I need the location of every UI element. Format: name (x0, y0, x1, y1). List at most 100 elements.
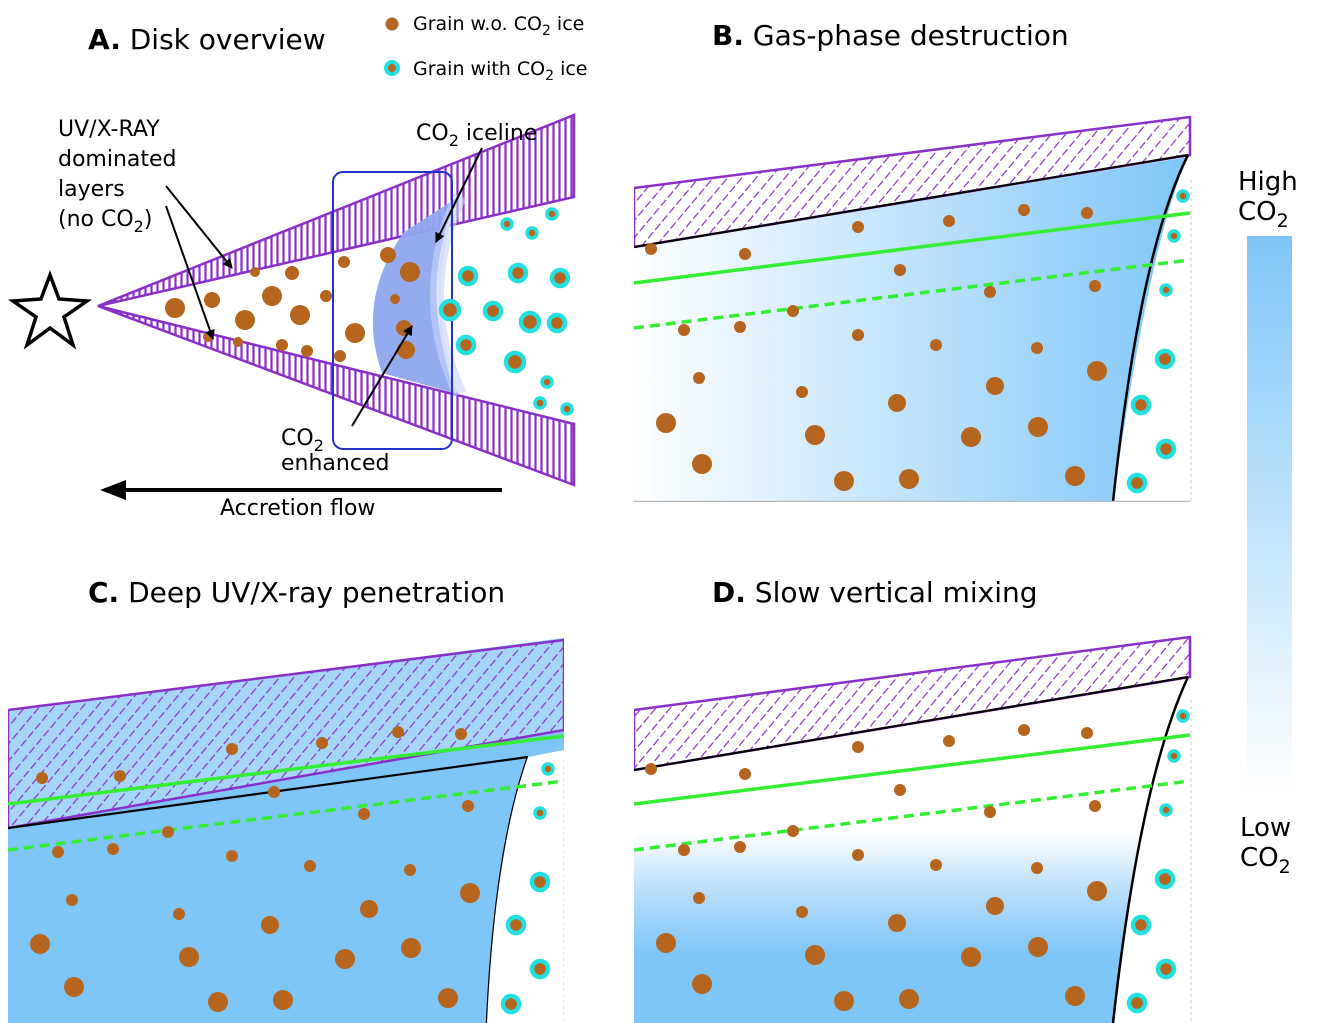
grain-with-ice (438, 298, 462, 322)
uv-arrow-lower (165, 205, 215, 340)
grain-without-ice (1028, 937, 1048, 957)
grain-without-ice (345, 323, 365, 343)
grain-with-ice (549, 267, 571, 289)
grain-without-ice (984, 286, 996, 298)
grain-without-ice (380, 247, 396, 263)
grain-without-ice (36, 772, 48, 784)
grain-without-ice (204, 292, 220, 308)
grain-without-ice (162, 826, 174, 838)
grain-without-ice (1081, 207, 1093, 219)
grain-with-ice (457, 265, 479, 287)
grain-without-ice (261, 916, 279, 934)
enhanced-arrow (351, 325, 413, 427)
iceline-glow (430, 193, 467, 397)
lower-uv-layer (97, 304, 576, 487)
grain-without-ice (455, 728, 467, 740)
grain-without-ice (226, 743, 238, 755)
grain-without-ice (899, 469, 919, 489)
grain-without-ice (404, 864, 416, 876)
panel-c-layer-boundary (8, 755, 529, 830)
grain-without-ice (734, 841, 746, 853)
panel-c-grains (30, 726, 555, 1015)
grain-without-ice (734, 321, 746, 333)
colorbar-low-co2: CO2 (1240, 843, 1291, 878)
panel-d-iceline (1111, 676, 1190, 1023)
grain-without-ice (930, 339, 942, 351)
legend-grain-no-ice-label: Grain w.o. CO2 ice (413, 13, 584, 39)
grain-without-ice (392, 726, 404, 738)
grain-with-ice (1167, 229, 1181, 243)
grain-without-ice (438, 988, 458, 1008)
grain-with-ice (505, 914, 527, 936)
grain-with-ice (500, 993, 522, 1015)
grain-without-ice (796, 386, 808, 398)
grain-without-ice (787, 305, 799, 317)
panel-d-snowline-solid (634, 733, 1191, 806)
uv-label-line2: dominated (58, 147, 177, 172)
grain-with-ice (1167, 749, 1181, 763)
grain-without-ice (285, 266, 299, 280)
grain-without-ice (273, 990, 293, 1010)
grain-without-ice (1087, 881, 1107, 901)
grain-with-ice (1176, 189, 1190, 203)
panel-d-uv-layer (634, 635, 1192, 772)
grain-without-ice (400, 262, 420, 282)
grain-without-ice (852, 329, 864, 341)
colorbar-gradient (1247, 236, 1292, 792)
accretion-label: Accretion flow (220, 496, 375, 521)
iceline-arrow (435, 147, 483, 243)
grain-without-ice (1018, 724, 1030, 736)
grain-without-ice (1089, 280, 1101, 292)
panel-d-grains (645, 709, 1190, 1014)
grain-with-ice (1154, 348, 1176, 370)
grain-without-ice (888, 914, 906, 932)
grain-without-ice (693, 892, 705, 904)
panel-c-ice-zone (487, 750, 564, 1023)
panel-b-grains (645, 189, 1190, 494)
grain-without-ice (1087, 361, 1107, 381)
grain-with-ice (1176, 709, 1190, 723)
grain-without-ice (678, 324, 690, 336)
grain-without-ice (899, 989, 919, 1009)
grain-without-ice (114, 770, 126, 782)
grain-without-ice (894, 784, 906, 796)
uv-label-line1: UV/X-RAY (58, 117, 160, 142)
grain-without-ice (943, 215, 955, 227)
grain-with-ice (525, 226, 539, 240)
colorbar-low-label: Low (1240, 813, 1291, 843)
star-icon (7, 270, 93, 350)
upper-uv-layer (97, 113, 576, 308)
grain-without-ice (290, 305, 310, 325)
colorbar-high-label: High (1238, 167, 1298, 197)
grain-without-ice (401, 938, 421, 958)
grain-with-ice (500, 217, 514, 231)
grain-without-ice (208, 992, 228, 1012)
panel-b-gas-phase (634, 115, 1192, 502)
legend: Grain w.o. CO2 ice Grain with CO2 ice (384, 13, 588, 84)
grain-without-ice (739, 248, 751, 260)
grain-without-ice (335, 949, 355, 969)
grain-without-ice (805, 945, 825, 965)
panel-b-uv-layer (634, 115, 1192, 249)
panel-b-co2-region (634, 157, 1188, 502)
grain-without-ice (396, 320, 412, 336)
grain-without-ice (656, 933, 676, 953)
panel-a-disk-overview: UV/X-RAY dominated layers (no CO2) CO2 i… (7, 113, 576, 521)
grain-without-ice (656, 413, 676, 433)
grain-without-ice (1028, 417, 1048, 437)
legend-grain-with-ice-marker (384, 60, 400, 76)
grain-with-ice (455, 334, 477, 356)
grain-without-ice (460, 883, 480, 903)
grain-with-ice (533, 806, 547, 820)
grain-without-ice (1031, 862, 1043, 874)
co2-colorbar: High CO2 Low CO2 (1238, 167, 1298, 878)
grain-without-ice (301, 345, 313, 357)
grain-without-ice (894, 264, 906, 276)
grain-without-ice (739, 768, 751, 780)
panel-d-layer-boundary (634, 675, 1189, 772)
grain-without-ice (852, 741, 864, 753)
grain-without-ice (360, 900, 378, 918)
grain-with-ice (545, 207, 559, 221)
grain-with-ice (546, 312, 568, 334)
grain-with-ice (482, 300, 504, 322)
